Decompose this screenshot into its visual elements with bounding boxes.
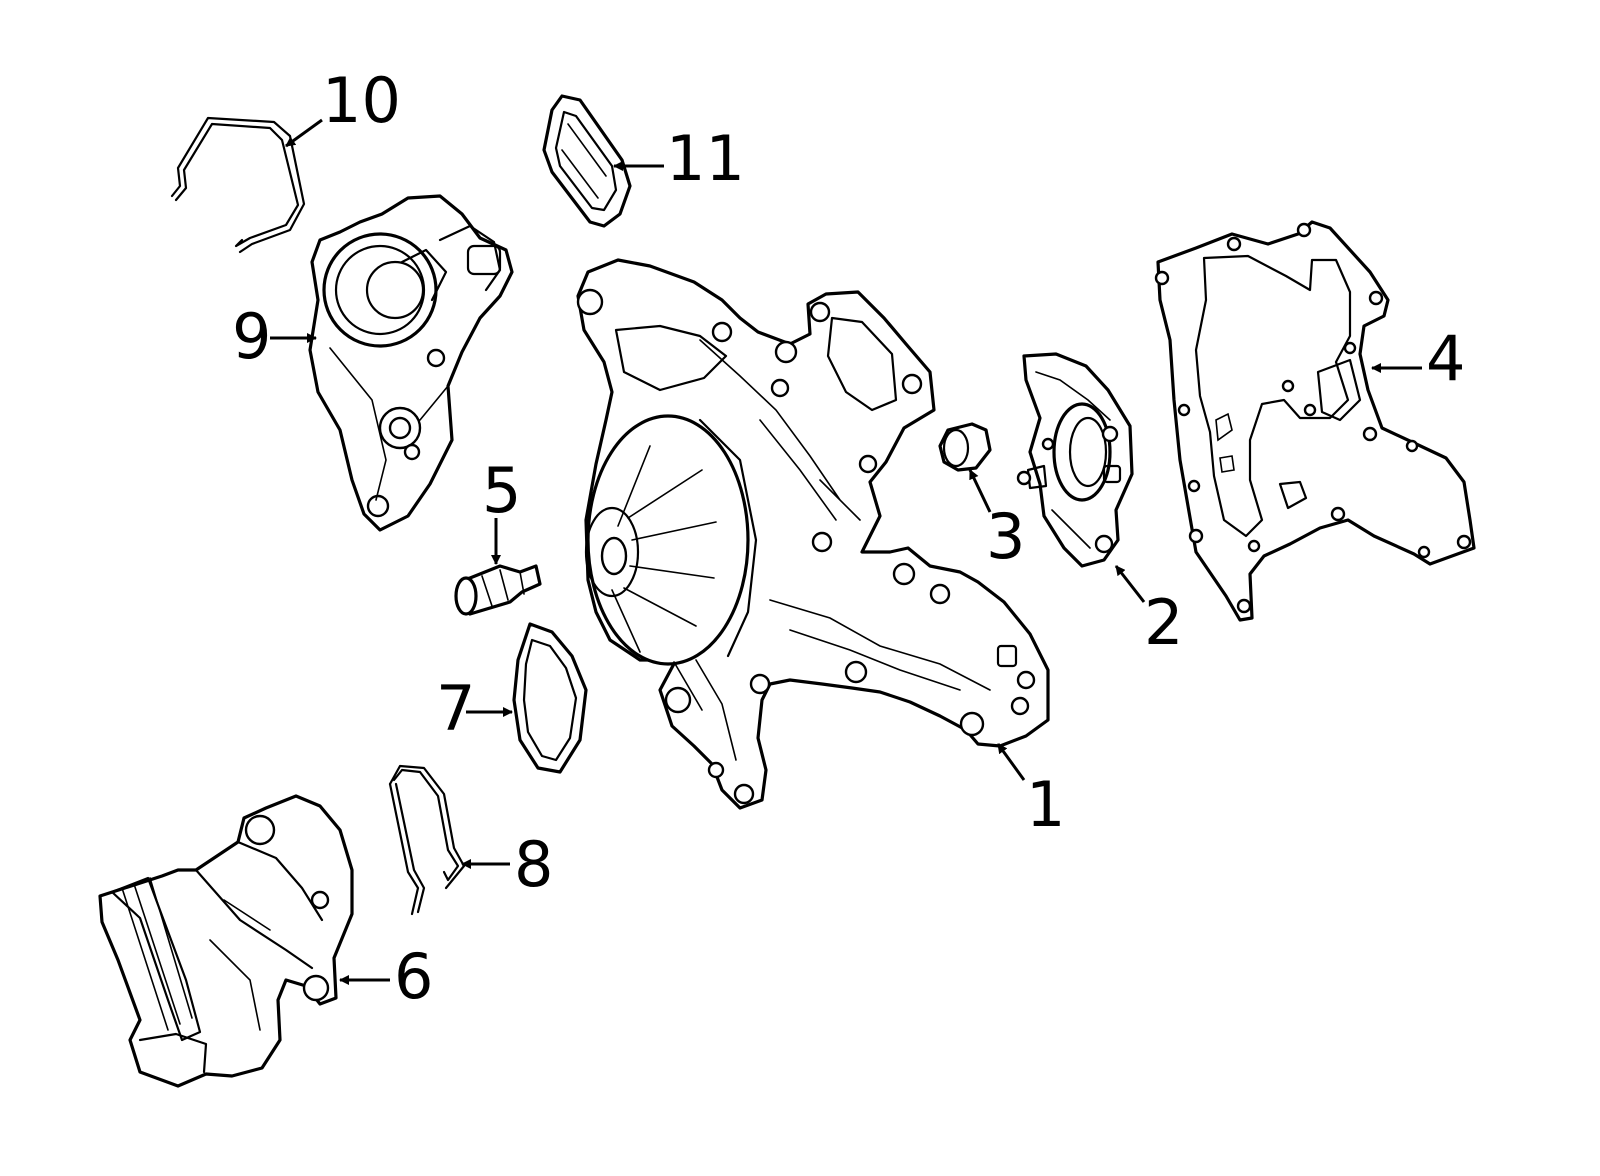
callout-5: 5 (482, 454, 521, 527)
part-10-wire-clip (170, 116, 306, 254)
callout-9: 9 (232, 300, 271, 373)
leader-2 (1114, 565, 1146, 603)
part-9-thermostat-housing (308, 194, 514, 532)
leader-lines (270, 118, 1422, 985)
leader-3 (968, 469, 992, 513)
part-3-plug (938, 422, 992, 472)
leader-1 (996, 743, 1026, 781)
callout-labels: 1 2 3 4 5 6 7 8 9 10 11 (232, 64, 1465, 1013)
callout-2: 2 (1144, 586, 1183, 659)
callout-6: 6 (394, 940, 433, 1013)
callout-3: 3 (986, 500, 1025, 573)
callout-8: 8 (514, 828, 553, 901)
callout-7: 7 (436, 672, 475, 745)
part-5-sensor (454, 564, 542, 616)
callout-4: 4 (1426, 322, 1465, 395)
part-8-wire-clip (388, 764, 466, 916)
part-2-cover-plate (1016, 352, 1134, 568)
part-7-gasket (512, 622, 588, 774)
leader-10 (285, 118, 323, 148)
part-6-water-pump (98, 794, 354, 1088)
part-1-front-cover (576, 258, 1050, 810)
part-11-gasket (542, 94, 632, 228)
callout-1: 1 (1026, 768, 1065, 841)
callout-11: 11 (666, 122, 745, 195)
part-4-gasket (1154, 220, 1476, 622)
callout-10: 10 (322, 64, 401, 137)
